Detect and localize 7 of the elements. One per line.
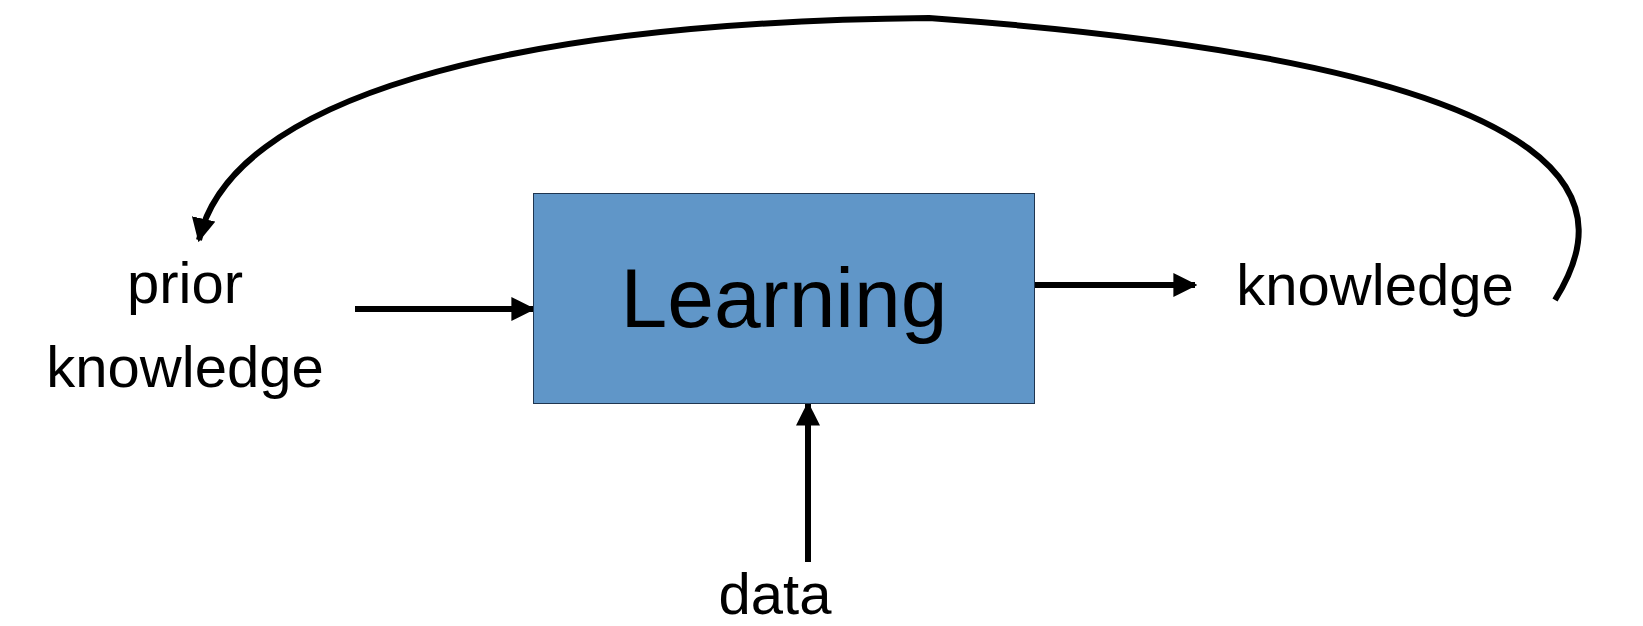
box-label: Learning [620, 249, 948, 347]
node-label: prior knowledge [45, 248, 325, 401]
node-label: knowledge [1236, 250, 1514, 319]
arrow [195, 15, 1581, 302]
process-box [533, 193, 1035, 404]
node-label: data [718, 559, 832, 626]
arrow [1035, 273, 1198, 297]
